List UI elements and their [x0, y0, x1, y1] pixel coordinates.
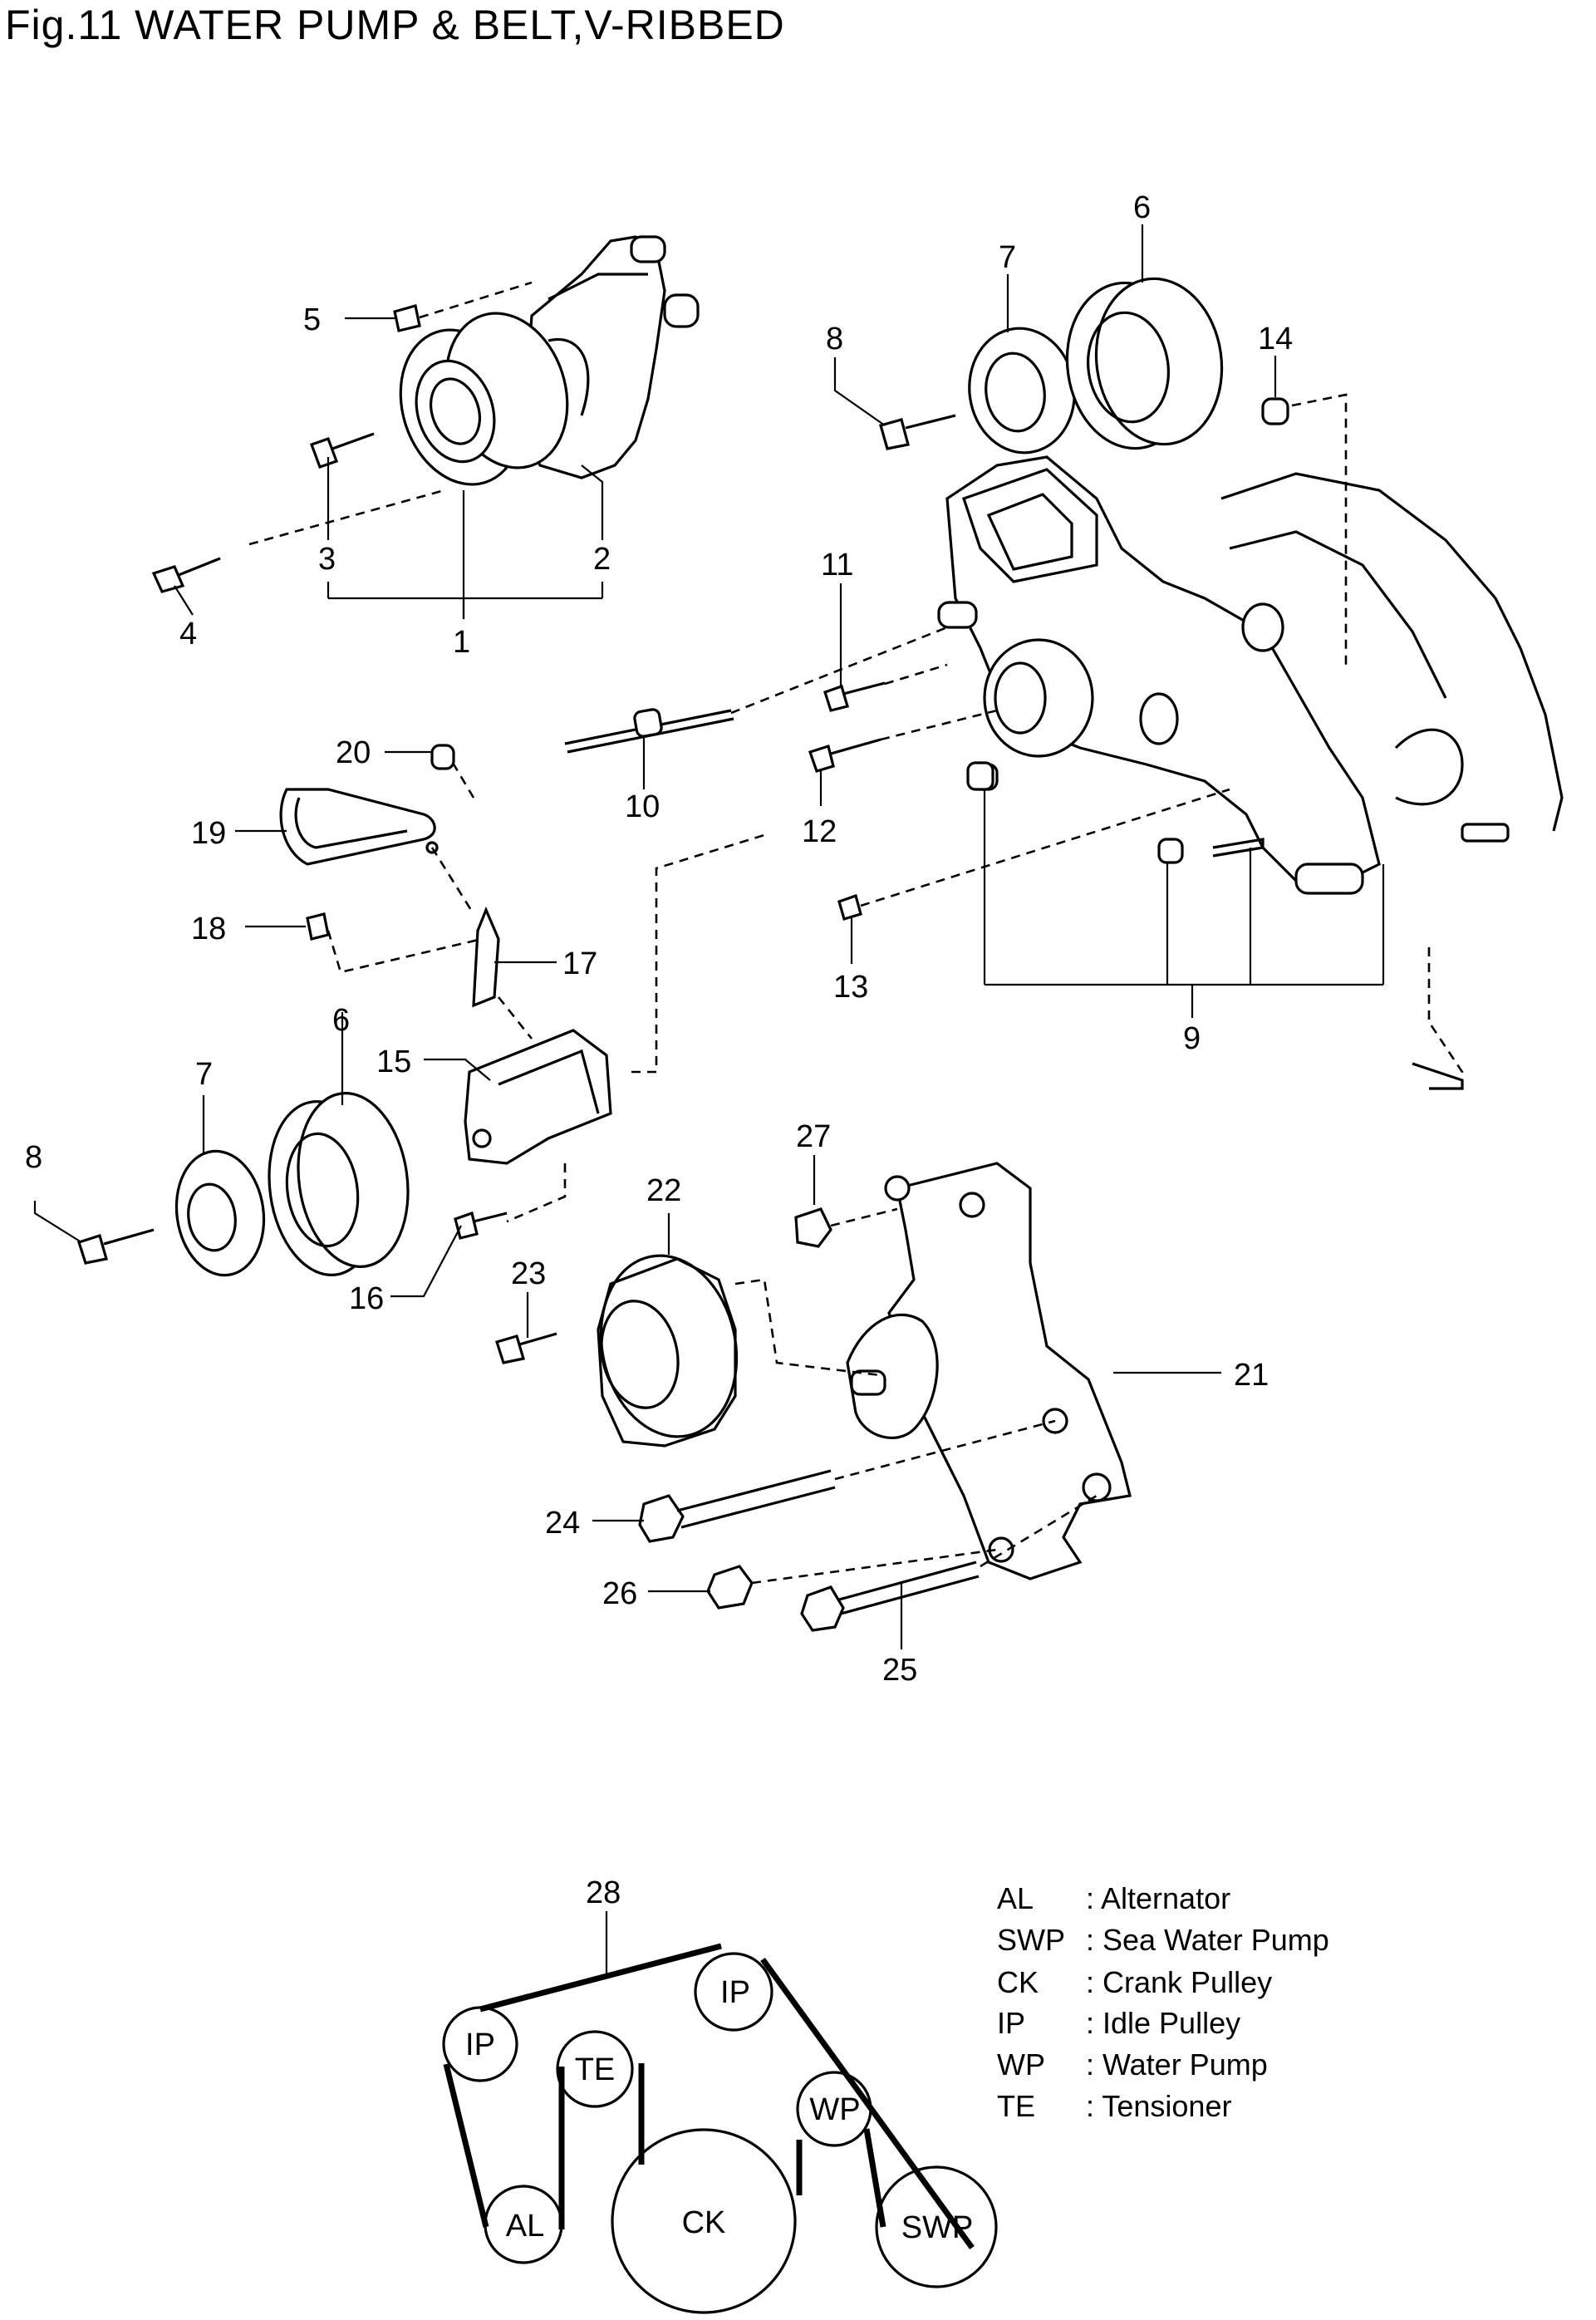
- callout-14: 14: [1258, 322, 1293, 356]
- callout-6-lower: 6: [332, 1003, 350, 1038]
- wp-pulley: [796, 2071, 872, 2147]
- callout-24: 24: [545, 1506, 580, 1541]
- callout-1: 1: [453, 625, 470, 660]
- stud-10: [564, 708, 734, 754]
- callout-17: 17: [562, 946, 597, 981]
- callout-12: 12: [802, 814, 837, 849]
- callout-11: 11: [821, 548, 853, 582]
- callout-2: 2: [593, 542, 611, 577]
- legend-desc-3: : Crank Pulley: [1086, 1965, 1272, 1999]
- water-pump-housing: [937, 455, 1381, 895]
- callout-7-upper: 7: [999, 240, 1016, 275]
- callout-16: 16: [349, 1281, 384, 1316]
- callout-13: 13: [833, 970, 868, 1005]
- callout-6-upper: 6: [1133, 190, 1151, 225]
- callout-4: 4: [179, 617, 197, 651]
- parts-9: [966, 761, 1385, 1018]
- legend-desc-1: : Alternator: [1086, 1881, 1230, 1915]
- ip-top-pulley: [694, 1952, 773, 2032]
- belt-routing-diagram: IP IP TE AL CK WP SWP: [442, 1943, 998, 2314]
- swp-pulley: [875, 2165, 998, 2288]
- legend-desc-6: : Tensioner: [1086, 2089, 1231, 2123]
- callout-20: 20: [336, 735, 371, 770]
- brackets-15-20: [279, 744, 612, 1240]
- legend-abbr-6: TE: [997, 2089, 1035, 2123]
- legend-abbr-2: SWP: [997, 1923, 1065, 1957]
- callout-9: 9: [1183, 1021, 1201, 1056]
- legend-desc-5: : Water Pump: [1086, 2047, 1268, 2082]
- callout-26: 26: [602, 1576, 637, 1611]
- figure-title: Fig.11 WATER PUMP & BELT,V-RIBBED: [5, 2, 785, 48]
- callout-19: 19: [191, 816, 226, 851]
- callout-5: 5: [303, 302, 321, 337]
- ip-top-label: IP: [720, 1975, 750, 2010]
- legend-desc-4: : Idle Pulley: [1086, 2006, 1240, 2040]
- callout-23: 23: [511, 1256, 546, 1291]
- callout-25: 25: [882, 1653, 917, 1688]
- swp-label: SWP: [901, 2210, 974, 2245]
- bolts-11-12-13: [808, 681, 886, 921]
- callout-10: 10: [625, 789, 660, 824]
- callout-8-lower: 8: [25, 1140, 42, 1175]
- callout-7-lower: 7: [195, 1057, 213, 1092]
- legend-abbr-5: WP: [997, 2047, 1045, 2082]
- callout-28: 28: [586, 1875, 621, 1910]
- ck-pulley: [611, 2128, 797, 2314]
- callout-22: 22: [646, 1173, 681, 1208]
- tensioner-assembly: [151, 235, 700, 593]
- ck-label: CK: [682, 2205, 726, 2240]
- legend-abbr-3: CK: [997, 1965, 1039, 1999]
- al-pulley: [484, 2185, 563, 2264]
- callout-8-upper: 8: [826, 322, 843, 356]
- legend-abbr-4: IP: [997, 2006, 1025, 2040]
- al-label: AL: [506, 2209, 544, 2244]
- ip-left-label: IP: [465, 2028, 495, 2062]
- te-label: TE: [575, 2052, 616, 2087]
- wp-label: WP: [809, 2092, 860, 2127]
- legend-abbr-1: AL: [997, 1881, 1034, 1915]
- idle-bracket-assembly: [494, 1162, 1132, 1632]
- upper-pulley-set: [879, 277, 1289, 455]
- callout-18: 18: [191, 912, 226, 946]
- callout-15: 15: [376, 1044, 411, 1079]
- engine-block-outline: [1220, 472, 1564, 1090]
- lower-pulley-set: [76, 1092, 410, 1277]
- legend-desc-2: : Sea Water Pump: [1086, 1923, 1329, 1957]
- ip-left-pulley: [442, 2006, 518, 2082]
- callout-numbers: 5 3 2 4 1 6 7 8 14 11 10 12 13 9 20 19 1…: [25, 190, 1293, 1910]
- pulley-legend: AL : Alternator SWP : Sea Water Pump CK …: [997, 1881, 1329, 2123]
- callout-21: 21: [1234, 1358, 1269, 1393]
- te-pulley: [556, 2030, 634, 2108]
- callout-27: 27: [796, 1119, 831, 1154]
- leader-lines: [33, 224, 1277, 1978]
- callout-3: 3: [318, 542, 336, 577]
